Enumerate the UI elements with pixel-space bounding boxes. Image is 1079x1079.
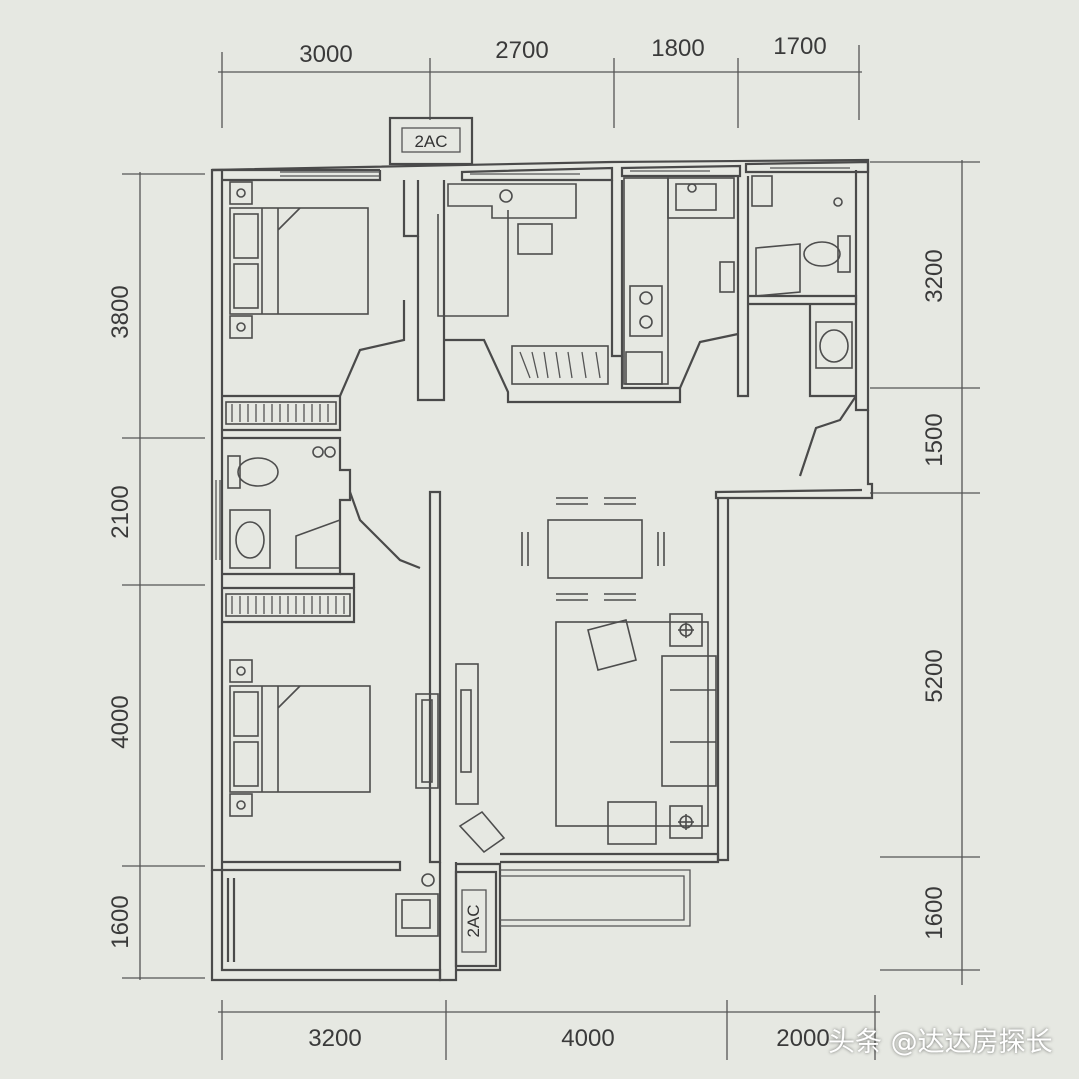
dim-top-4: 1700: [773, 33, 826, 60]
dim-left-2: 2100: [107, 485, 134, 538]
dim-bottom-1: 3200: [308, 1025, 361, 1052]
dim-top-3: 1800: [651, 35, 704, 62]
toilet-icon: [227, 455, 279, 489]
master-bath-fixtures: [751, 175, 853, 369]
exterior-walls: [210, 158, 874, 982]
dim-right-1: 3200: [921, 249, 948, 302]
ac-unit-top: 2AC: [388, 116, 474, 166]
tv-cabinet: [415, 663, 479, 805]
ac-unit-bottom: 2AC: [454, 870, 498, 968]
study-desk: [437, 183, 577, 317]
dim-right-4: 1600: [921, 886, 948, 939]
armchair: [458, 810, 506, 854]
dim-left-1: 3800: [107, 285, 134, 338]
sofa: [555, 619, 717, 845]
sink-icon: [229, 446, 341, 569]
closet-hatch: [511, 345, 609, 385]
washer-icon: [395, 873, 439, 937]
dim-top-1: 3000: [299, 41, 352, 68]
dim-right-3: 5200: [921, 649, 948, 702]
dim-right-2: 1500: [921, 413, 948, 466]
dim-bottom-2: 4000: [561, 1025, 614, 1052]
side-table-icon: [669, 613, 703, 839]
nightstand-icon: [229, 181, 253, 339]
watermark: 头条 @达达房探长: [828, 1027, 1053, 1058]
master-bed: [229, 207, 369, 315]
dim-top-2: 2700: [495, 37, 548, 64]
wardrobe-top: [225, 401, 337, 425]
dim-left-4: 1600: [107, 895, 134, 948]
dining-table: [521, 497, 665, 601]
second-bed: [229, 659, 371, 817]
dimension-labels: 3000 2700 1800 1700 3200 4000 2000 3800 …: [107, 33, 948, 1052]
dimension-lines: [122, 45, 980, 1060]
dim-left-3: 4000: [107, 695, 134, 748]
wardrobe-bottom: [225, 593, 351, 617]
kitchen-counter: [623, 177, 735, 385]
dim-bottom-3: 2000: [776, 1025, 829, 1052]
interior-walls: [215, 176, 858, 864]
ac-label-top: 2AC: [414, 132, 447, 151]
ac-label-bottom: 2AC: [464, 904, 483, 937]
